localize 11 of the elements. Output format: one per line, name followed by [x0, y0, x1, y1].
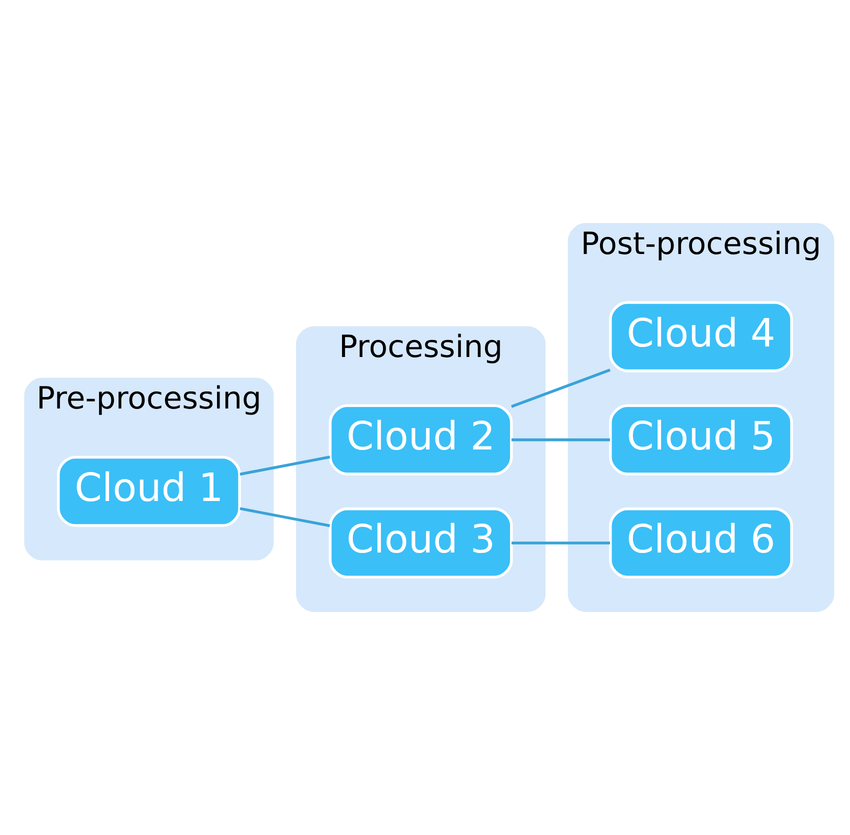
connector	[512, 542, 610, 544]
node-box: Cloud 1	[56, 456, 241, 527]
connector	[240, 507, 330, 528]
node-box: Cloud 5	[609, 404, 794, 476]
connector	[512, 438, 610, 442]
connector	[240, 456, 330, 476]
connector	[511, 368, 610, 408]
node-box: Cloud 4	[609, 301, 794, 372]
node-box: Cloud 2	[328, 404, 513, 476]
node-box: Cloud 3	[328, 507, 513, 579]
node-box: Cloud 6	[609, 507, 794, 579]
